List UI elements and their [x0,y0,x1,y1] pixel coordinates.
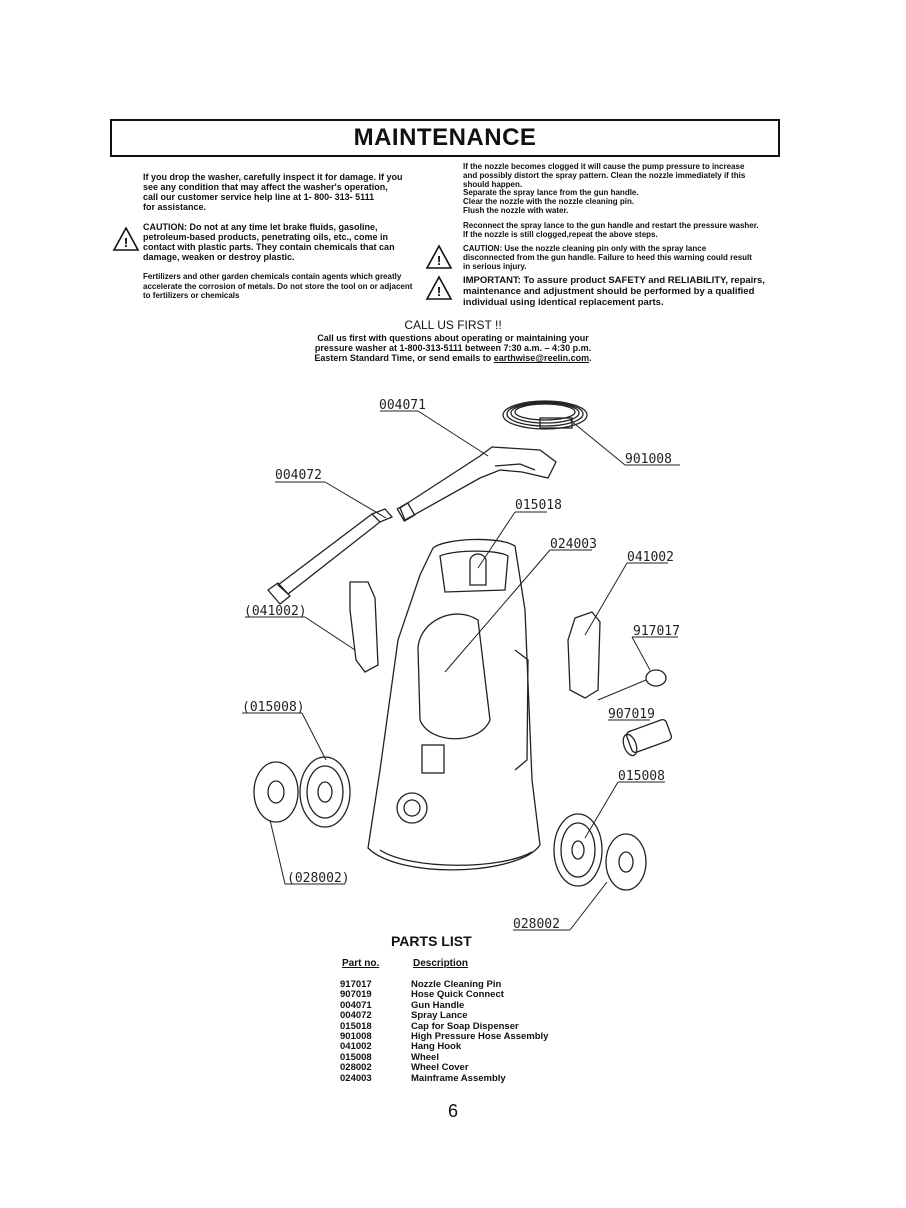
part-number-cell: 907019 [340,989,372,1001]
left-paragraph-caution: CAUTION: Do not at any time let brake fl… [143,222,395,262]
call-us-line-2: pressure washer at 1-800-313-5111 betwee… [314,343,592,353]
part-number-cell: 041002 [340,1041,372,1053]
part-description-cell: Hang Hook [411,1041,462,1053]
quick-connect-drawing [622,718,673,757]
part-number-cell: 917017 [340,979,372,990]
right-paragraph-nozzle: If the nozzle becomes clogged it will ca… [463,162,746,215]
call-us-line-3: Eastern Standard Time, or send emails to… [0,353,906,363]
hose-coil-drawing [502,400,588,430]
table-row: 028002 Wheel Cover [340,1062,548,1074]
right-paragraph-reconnect: Reconnect the spray lance to the gun han… [463,221,759,239]
table-row: 004071 Gun Handle [340,999,548,1011]
right-paragraph-caution: CAUTION: Use the nozzle cleaning pin onl… [463,244,752,271]
table-row: 917017 Nozzle Cleaning Pin [340,979,548,990]
part-number-cell: 015008 [340,1051,372,1063]
table-row: 015008 Wheel [340,1051,548,1063]
left-paragraph-fertilizers: Fertilizers and other garden chemicals c… [143,272,413,300]
part-number-cell: 004071 [340,999,372,1011]
label-hang-hook-right: 041002 [627,550,674,565]
wheel-left-drawing [299,756,351,828]
label-wheel-cover-left: (028002) [287,871,350,886]
label-wheel-left: (015008) [242,700,305,715]
part-number-cell: 004072 [340,1010,372,1022]
table-row: 901008 High Pressure Hose Assembly [340,1031,549,1043]
call-us-body: Call us first with questions about opera… [0,333,906,363]
call-us-line-3-text: Eastern Standard Time, or send emails to [314,353,494,363]
mainframe-drawing [367,538,541,871]
spray-lance-drawing [267,508,394,605]
label-quick-connect: 907019 [608,707,655,722]
page-title: MAINTENANCE [353,124,537,151]
left-paragraph-1: If you drop the washer, carefully inspec… [143,172,403,212]
wheel-right-drawing [553,813,603,887]
page-number: 6 [447,1101,458,1121]
part-description-cell: Wheel [411,1051,439,1063]
part-description-cell: Wheel Cover [411,1062,469,1074]
call-us-line-1: Call us first with questions about opera… [317,333,589,343]
label-wheel-cover-right: 028002 [513,917,560,932]
svg-text:!: ! [437,284,441,299]
leader-lines [242,410,680,931]
parts-list-title: PARTS LIST [391,933,472,949]
parts-col-part-header: Part no. [342,958,380,969]
right-paragraph-important: IMPORTANT: To assure product SAFETY and … [463,275,765,308]
warning-triangle-icon: ! [425,275,453,300]
call-us-title: CALL US FIRST !! [404,318,502,332]
email-link[interactable]: earthwise@reelin.com [493,353,590,363]
part-description-cell: Mainframe Assembly [411,1072,506,1084]
part-description-cell: Hose Quick Connect [411,989,504,1001]
cleaning-pin-drawing [645,669,667,687]
hang-hook-right-drawing [567,611,601,699]
table-row: 041002 Hang Hook [340,1041,548,1053]
part-description-cell: Gun Handle [411,999,465,1011]
label-spray-lance: 004072 [275,468,322,483]
label-mainframe: 024003 [550,537,597,552]
label-wheel-right: 015008 [618,769,665,784]
warning-triangle-icon: ! [425,244,453,269]
title-box: MAINTENANCE [110,119,780,157]
parts-col-desc-header: Description [413,958,469,969]
wheel-cover-left-drawing [253,761,299,823]
label-hose: 901008 [625,452,672,467]
hang-hook-left-drawing [349,581,379,673]
svg-text:!: ! [124,235,128,250]
part-number-cell: 015018 [340,1020,372,1032]
svg-text:!: ! [437,253,441,268]
table-row: 024003 Mainframe Assembly [340,1072,548,1084]
part-number-cell: 024003 [340,1072,372,1084]
gun-handle-drawing [396,446,557,522]
label-hang-hook-left: (041002) [244,604,307,619]
parts-table: 917017 Nozzle Cleaning Pin 907019 Hose Quic… [340,979,549,1084]
wheel-cover-right-drawing [605,833,647,891]
part-number-cell: 028002 [340,1062,372,1074]
part-description-cell: Cap for Soap Dispenser [411,1020,519,1032]
warning-triangle-icon: ! [112,226,140,251]
table-row: 015018 Cap for Soap Dispenser [340,1020,548,1032]
table-row: 004072 Spray Lance [340,1010,548,1022]
part-description-cell: High Pressure Hose Assembly [411,1031,549,1043]
call-us-line-3-end: . [589,353,592,363]
label-soap-cap: 015018 [515,498,562,513]
part-description-cell: Spray Lance [411,1010,468,1022]
table-row: 907019 Hose Quick Connect [340,989,548,1001]
part-description-cell: Nozzle Cleaning Pin [411,979,502,990]
label-cleaning-pin: 917017 [633,624,680,639]
label-gun-handle: 004071 [379,398,426,413]
part-number-cell: 901008 [340,1031,372,1043]
